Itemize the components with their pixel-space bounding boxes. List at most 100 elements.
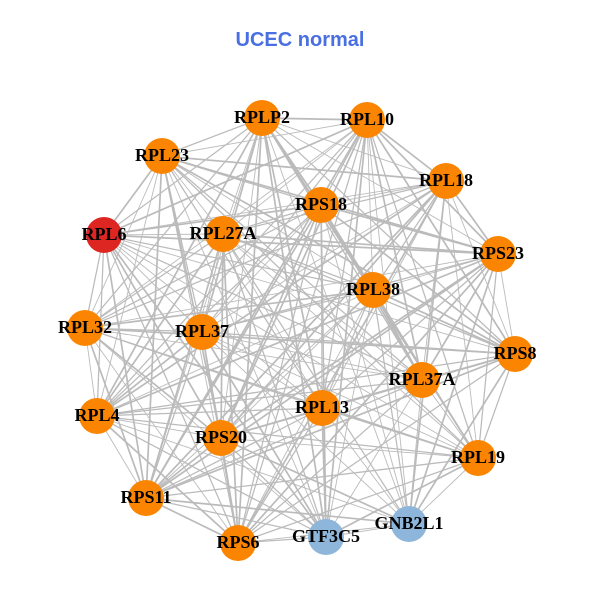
node-RPS6[interactable] (220, 525, 256, 561)
node-RPL37[interactable] (184, 314, 220, 350)
edge-RPL6-RPS8 (103, 234, 516, 355)
edge-RPS23-RPS11 (145, 253, 499, 499)
node-label-GTF3C5: GTF3C5 (292, 526, 360, 546)
node-GNB2L1[interactable] (391, 506, 427, 542)
node-RPLP2[interactable] (244, 100, 280, 136)
edge-RPL37A-RPL4 (96, 379, 423, 417)
edge-RPL38-RPL13 (321, 289, 374, 409)
edge-RPL13-RPL19 (321, 407, 479, 459)
edge-RPL4-RPL13 (96, 407, 323, 417)
edge-RPS23-RPL37A (421, 253, 499, 381)
edge-GNB2L1-RPL10 (366, 119, 410, 525)
edge-RPL23-RPL32 (84, 155, 163, 329)
edge-RPS23-RPL32 (84, 253, 499, 329)
node-RPL10[interactable] (349, 102, 385, 138)
edge-RPL23-RPL19 (161, 155, 479, 459)
node-label-RPL19: RPL19 (451, 447, 505, 467)
edge-RPL37-RPS8 (201, 331, 516, 355)
edge-RPL19-RPS11 (145, 457, 479, 499)
edge-GNB2L1-RPL4 (96, 415, 410, 525)
node-label-RPL37: RPL37 (175, 321, 229, 341)
edge-RPL18-RPS18 (320, 180, 447, 206)
edge-RPL32-RPL37A (84, 327, 423, 381)
edge-GNB2L1-RPLP2 (261, 117, 410, 525)
edge-RPL38-RPL37 (201, 289, 374, 333)
node-RPL38[interactable] (355, 272, 391, 308)
edge-RPS8-RPL4 (96, 353, 516, 417)
edge-RPL32-RPS20 (84, 327, 222, 439)
node-RPL37A[interactable] (404, 362, 440, 398)
edge-RPL32-RPS8 (84, 327, 516, 355)
edge-RPL38-RPL32 (84, 289, 374, 329)
edge-RPS23-RPL13 (321, 253, 499, 409)
edge-GTF3C5-RPL37A (325, 379, 423, 538)
node-RPL23[interactable] (144, 138, 180, 174)
node-label-RPS6: RPS6 (216, 532, 259, 552)
edge-GNB2L1-RPL37 (201, 331, 410, 525)
edge-RPL6-RPL27A (103, 233, 224, 236)
node-RPS11[interactable] (128, 480, 164, 516)
node-label-RPL27A: RPL27A (190, 223, 257, 243)
edge-RPS23-RPL4 (96, 253, 499, 417)
edge-GNB2L1-RPS23 (408, 253, 499, 525)
node-label-RPL18: RPL18 (419, 170, 473, 190)
node-RPL19[interactable] (460, 440, 496, 476)
edge-RPL37-RPL4 (96, 331, 203, 417)
node-RPS18[interactable] (303, 187, 339, 223)
node-RPS8[interactable] (497, 336, 533, 372)
edge-RPL32-RPS6 (84, 327, 239, 544)
edge-GTF3C5-RPS11 (145, 497, 327, 538)
edge-RPL10-RPL37 (201, 119, 368, 333)
edge-RPL6-RPS6 (103, 234, 239, 544)
edge-RPL18-RPL4 (96, 180, 447, 417)
edge-RPL27A-RPS6 (222, 233, 239, 544)
node-RPL4[interactable] (79, 398, 115, 434)
node-RPL32[interactable] (67, 310, 103, 346)
edge-RPL6-RPS11 (103, 234, 147, 499)
edge-RPL27A-RPS23 (222, 233, 499, 255)
edge-GNB2L1-RPS11 (145, 497, 410, 525)
edge-GNB2L1-RPL38 (372, 289, 410, 525)
edge-GNB2L1-RPS20 (220, 437, 410, 525)
edge-RPL18-RPL32 (84, 180, 447, 329)
edge-RPL27A-RPL32 (84, 233, 224, 329)
edge-GTF3C5-RPLP2 (261, 117, 327, 538)
edge-RPL4-RPL19 (96, 415, 479, 459)
node-label-RPL23: RPL23 (135, 145, 189, 165)
edge-GTF3C5-RPL10 (325, 119, 368, 538)
node-RPS23[interactable] (480, 236, 516, 272)
edge-RPL10-RPL13 (321, 119, 368, 409)
edges-layer (84, 117, 516, 544)
edge-GTF3C5-RPL27A (222, 233, 327, 538)
edge-RPL38-RPS8 (372, 289, 516, 355)
edge-RPS20-RPL19 (220, 437, 479, 459)
edge-RPS23-RPL19 (477, 253, 499, 459)
edge-RPL23-RPL4 (96, 155, 163, 417)
edge-RPS18-RPL32 (84, 204, 322, 329)
node-label-RPS11: RPS11 (120, 487, 171, 507)
edge-RPLP2-RPL32 (84, 117, 263, 329)
node-RPL27A[interactable] (205, 216, 241, 252)
node-label-RPL4: RPL4 (75, 405, 120, 425)
edge-RPS18-RPS8 (320, 204, 516, 355)
plot-title: UCEC normal (235, 29, 365, 51)
edge-GTF3C5-RPL38 (325, 289, 374, 538)
edge-RPL6-RPL38 (103, 234, 374, 291)
edge-RPLP2-RPS8 (261, 117, 516, 355)
node-label-RPLP2: RPLP2 (234, 107, 290, 127)
edge-RPLP2-RPS23 (261, 117, 499, 255)
edge-GNB2L1-RPS8 (408, 353, 516, 525)
edge-RPL23-RPS8 (161, 155, 516, 355)
edge-RPL37-RPS11 (145, 331, 203, 499)
edge-RPL6-RPS23 (103, 234, 499, 255)
edge-GTF3C5-RPL4 (96, 415, 327, 538)
node-RPL6[interactable] (86, 217, 122, 253)
node-RPS20[interactable] (203, 420, 239, 456)
node-RPL18[interactable] (428, 163, 464, 199)
node-GTF3C5[interactable] (308, 519, 344, 555)
node-label-RPL10: RPL10 (340, 109, 394, 129)
node-label-RPL32: RPL32 (58, 317, 112, 337)
edge-RPL6-RPL37 (103, 234, 203, 333)
node-RPL13[interactable] (304, 390, 340, 426)
